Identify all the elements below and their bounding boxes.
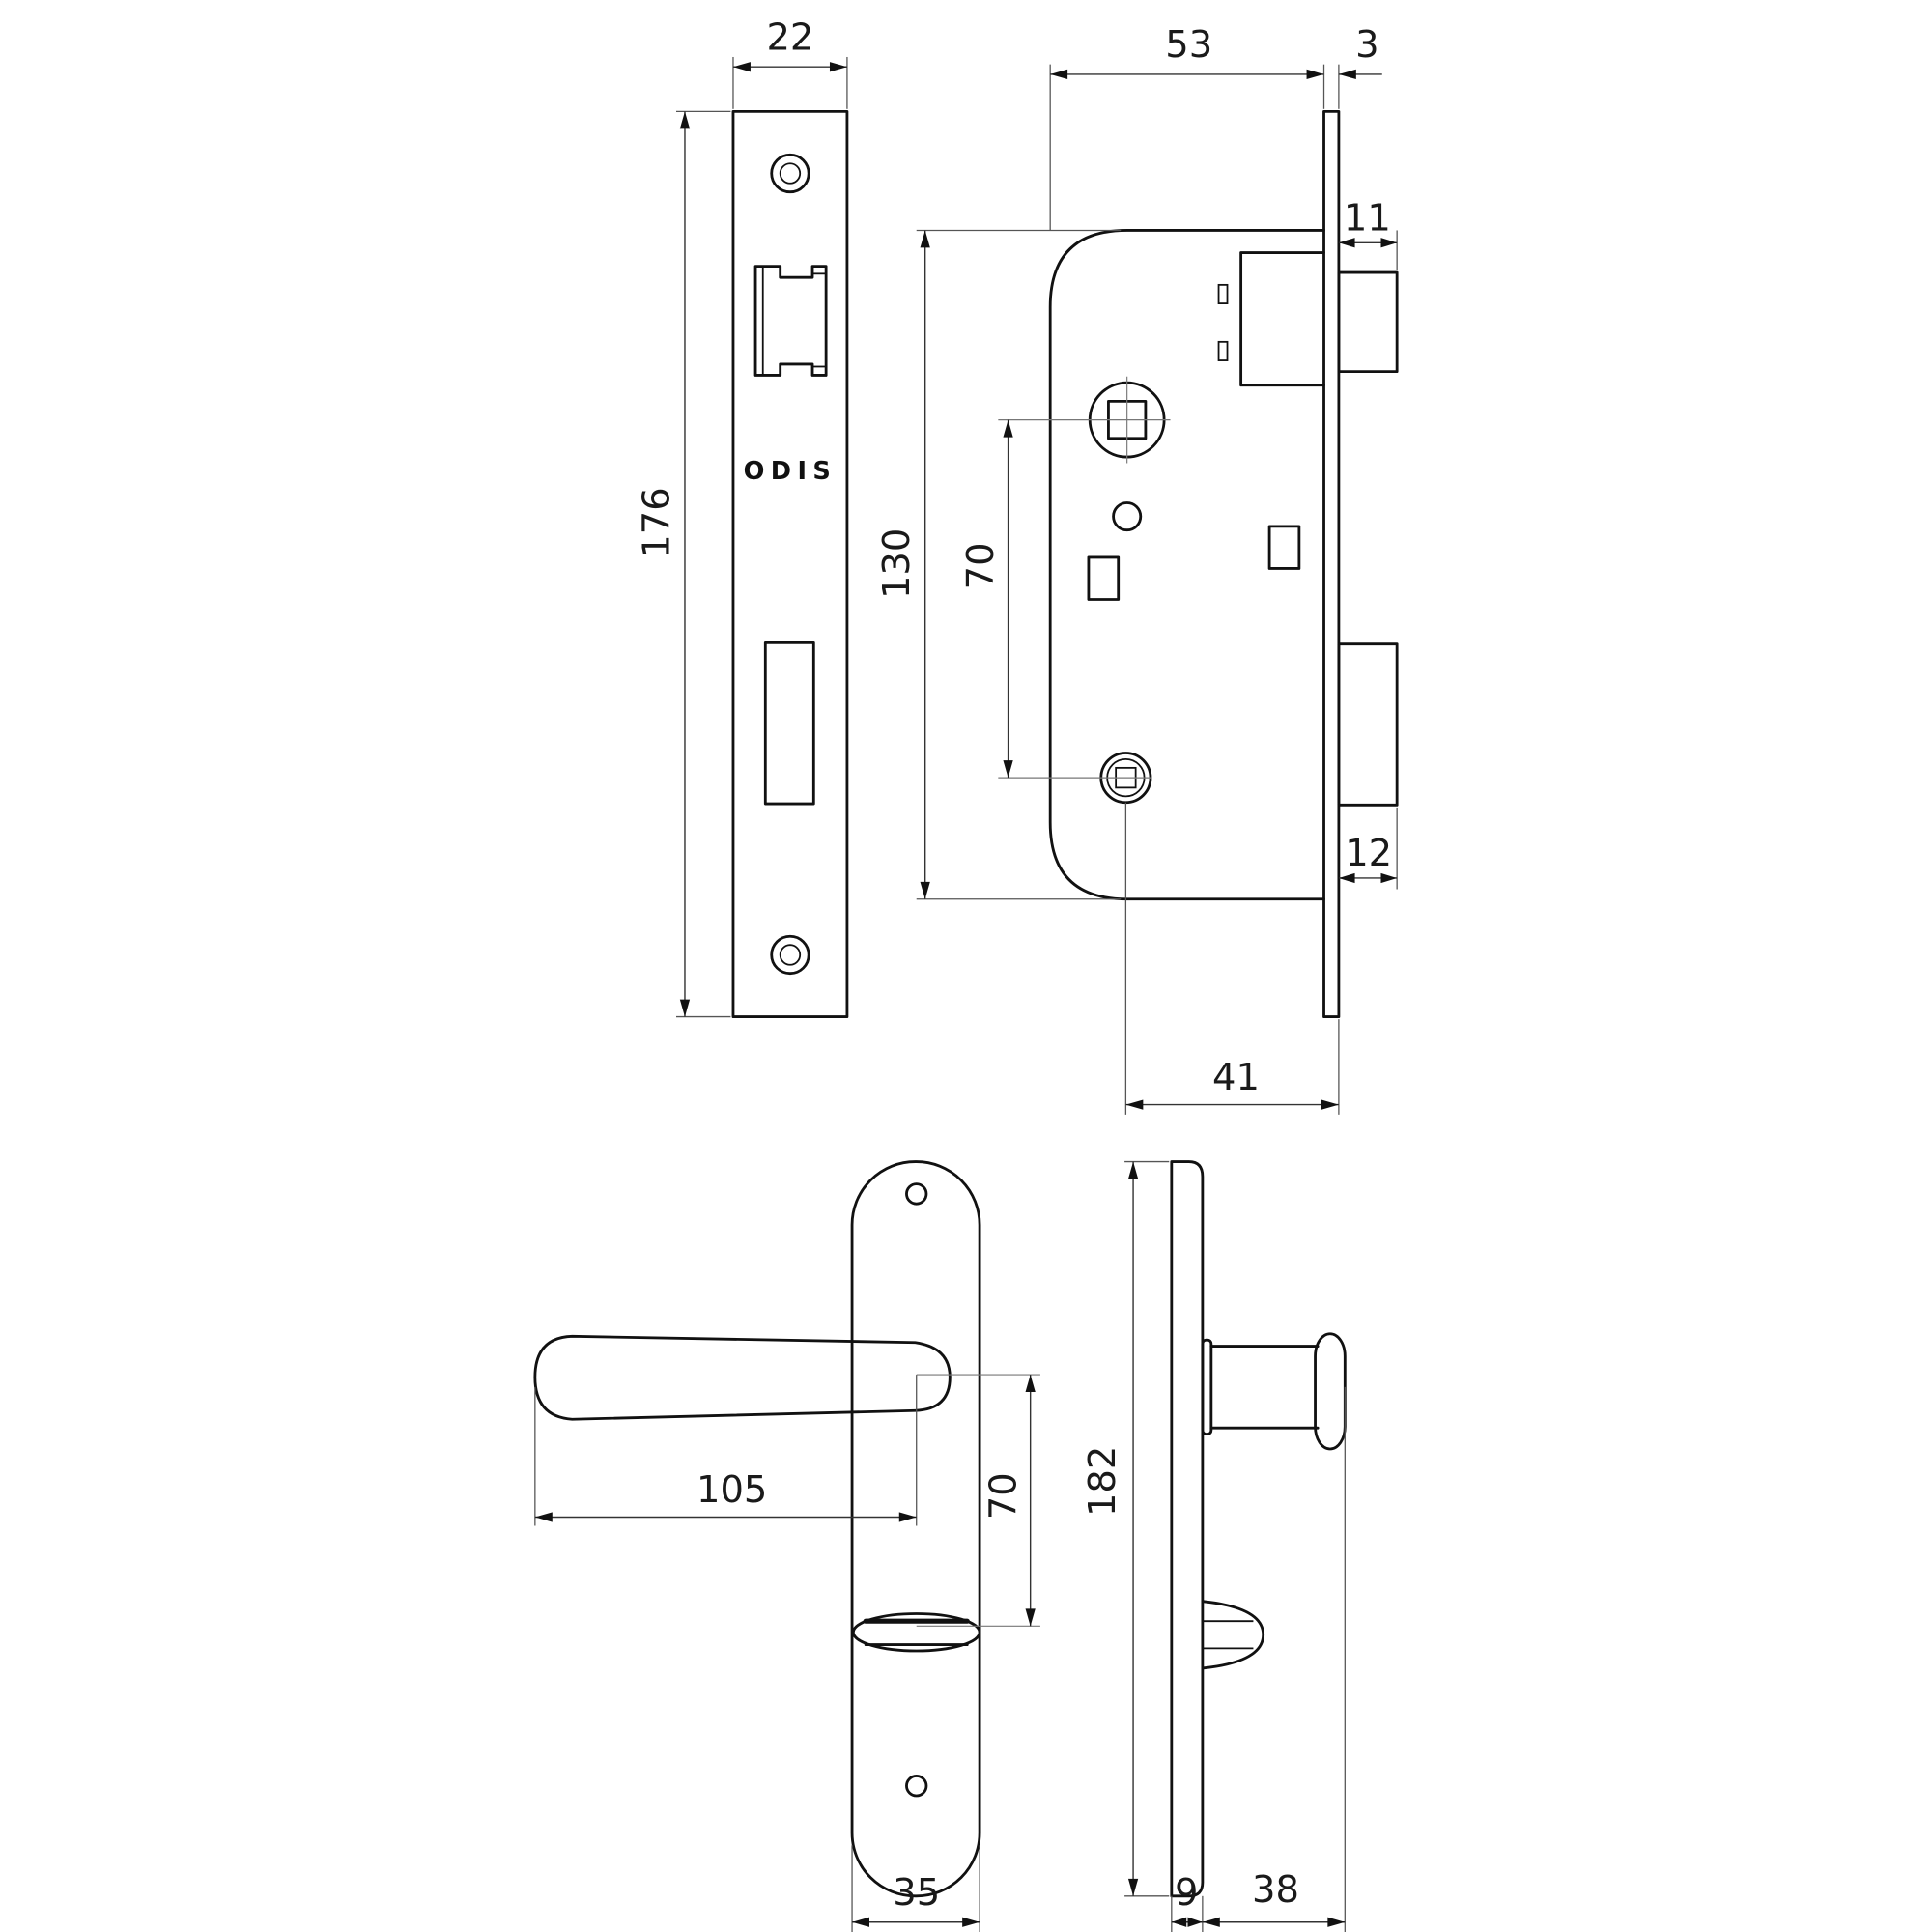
lock-body-view: 53 3 11 130 (875, 23, 1399, 1115)
svg-text:38: 38 (1252, 1868, 1299, 1912)
svg-text:70: 70 (981, 1472, 1025, 1520)
rose-side (1201, 1338, 1213, 1436)
backplate-outline (850, 1160, 981, 1898)
faceplate-screw-hole-top (770, 153, 810, 194)
svg-text:22: 22 (766, 15, 813, 59)
pin-hole (1112, 501, 1143, 532)
dim-faceplate-width: 22 (732, 15, 848, 109)
thumb-turn (851, 1612, 981, 1653)
brand-logo: ODIS (744, 457, 838, 486)
svg-text:3: 3 (1355, 23, 1378, 67)
svg-text:11: 11 (1344, 196, 1391, 240)
dim-body-depth: 53 (1049, 23, 1325, 231)
latch-bolt-inner (1239, 251, 1325, 387)
svg-text:176: 176 (635, 487, 678, 557)
svg-text:41: 41 (1212, 1056, 1260, 1099)
dim-plate-height: 182 (1081, 1160, 1170, 1897)
svg-text:105: 105 (696, 1468, 767, 1512)
backplate-screw-top (905, 1182, 928, 1206)
backplate-screw-bottom (905, 1775, 928, 1798)
svg-text:12: 12 (1345, 832, 1392, 875)
thumb-turn-side (1201, 1600, 1265, 1670)
svg-text:70: 70 (959, 542, 1003, 589)
lock-case-outline (1048, 229, 1325, 901)
lever-handle (533, 1334, 952, 1421)
dim-backset: 41 (1124, 802, 1340, 1115)
svg-text:182: 182 (1081, 1446, 1124, 1517)
handle-side-view: 182 9 38 (1081, 1160, 1347, 1932)
dim-body-height: 130 (875, 229, 1122, 900)
latch-bolt (1337, 270, 1399, 374)
dim-plate-thickness: 9 (1171, 1871, 1204, 1932)
spindle-hub (998, 376, 1171, 464)
dim-lever-projection: 38 (1202, 1386, 1346, 1932)
latch-opening (753, 265, 828, 377)
svg-text:53: 53 (1165, 23, 1212, 67)
lever-end-side (1314, 1332, 1347, 1451)
rect-hole-left (1087, 555, 1121, 601)
slot-upper (1217, 283, 1229, 304)
svg-text:130: 130 (875, 528, 919, 599)
turn-spindle-hub (998, 752, 1152, 805)
dim-deadbolt-projection: 12 (1338, 807, 1398, 890)
dim-faceplate-height: 176 (635, 110, 731, 1018)
dim-latch-projection: 11 (1338, 196, 1398, 270)
dim-spindle-distance: 70 (959, 419, 1013, 779)
dim-plate-width: 35 (851, 1845, 980, 1932)
faceplate-screw-hole-bottom (770, 934, 810, 976)
backplate-side (1170, 1160, 1205, 1898)
faceplate-outline (731, 109, 849, 1018)
faceplate-view: ODIS 22 176 (635, 15, 849, 1018)
deadbolt (1337, 642, 1399, 807)
svg-text:35: 35 (893, 1871, 940, 1915)
handle-front-view: 105 70 35 (533, 1160, 1040, 1932)
slot-lower (1217, 340, 1229, 361)
dim-faceplate-thickness: 3 (1338, 23, 1382, 109)
dim-lever-length: 105 (534, 1375, 918, 1526)
rect-hole-right (1267, 525, 1301, 570)
deadbolt-opening (763, 640, 815, 806)
dim-handle-turn-distance: 70 (981, 1375, 1036, 1627)
svg-text:9: 9 (1175, 1871, 1198, 1915)
lock-faceplate-side (1322, 109, 1341, 1018)
